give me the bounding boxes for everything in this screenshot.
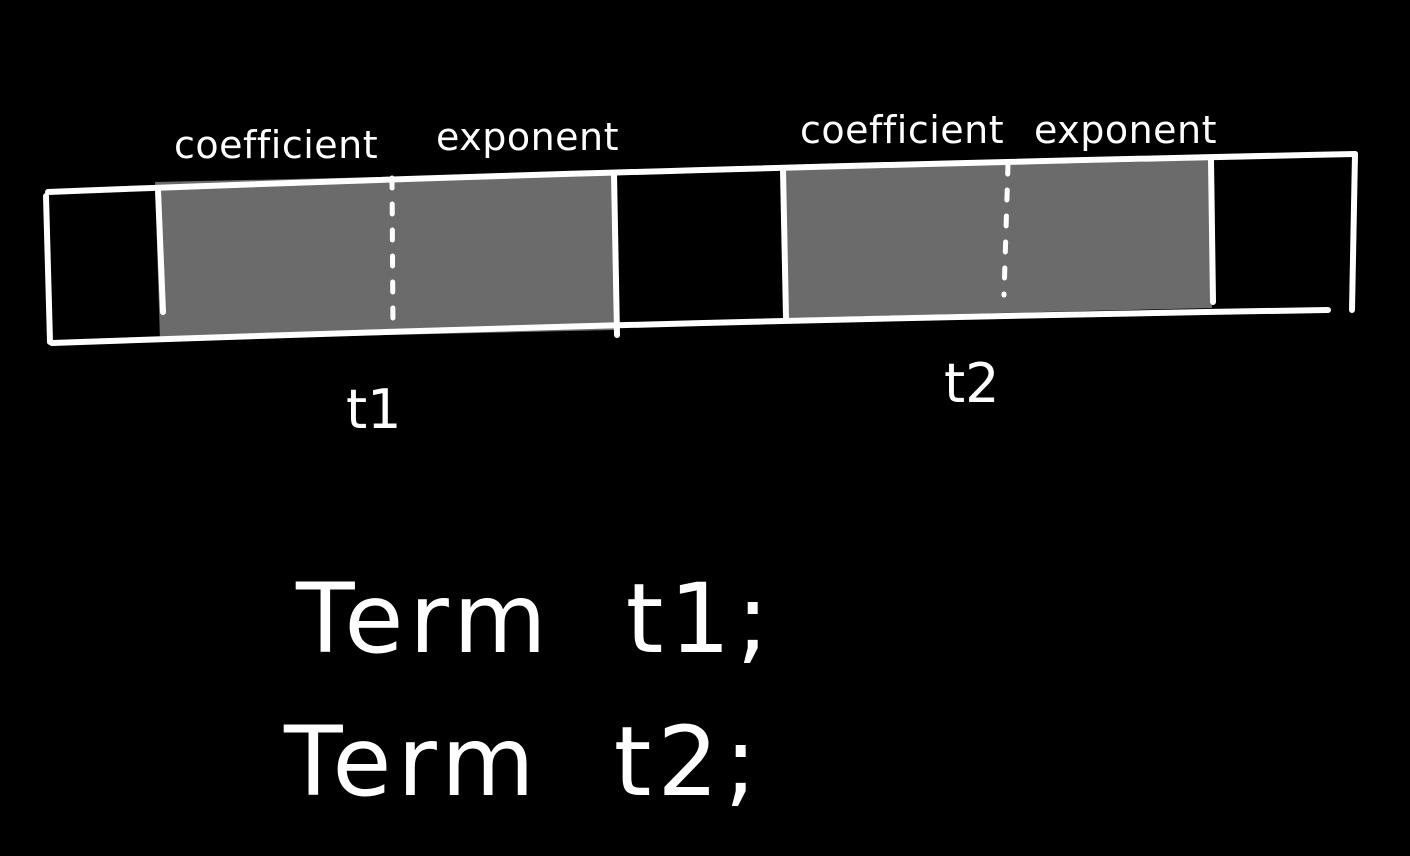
t2-left-border	[780, 167, 789, 321]
memory-strip-top-edge	[45, 151, 1358, 195]
term-block-t2	[784, 160, 1212, 318]
code-line-declare-t2: Term t2;	[283, 706, 763, 818]
t1-left-border	[155, 187, 166, 315]
t2-variable-label: t2	[944, 352, 1000, 415]
t1-right-border	[611, 171, 620, 338]
memory-strip-right-edge	[1349, 151, 1358, 313]
t2-field-divider	[1001, 161, 1011, 298]
t1-coefficient-label: coefficient	[174, 123, 378, 167]
term-block-t1	[155, 172, 614, 340]
t1-field-divider	[389, 175, 396, 333]
memory-strip-bottom-edge	[49, 307, 1331, 346]
t2-right-border	[1208, 157, 1216, 305]
t2-coefficient-label: coefficient	[800, 108, 1004, 152]
memory-strip-left-edge	[43, 193, 53, 345]
t1-exponent-label: exponent	[436, 115, 619, 159]
t2-exponent-label: exponent	[1034, 108, 1217, 152]
code-line-declare-t1: Term t1;	[295, 563, 775, 675]
t1-variable-label: t1	[346, 378, 402, 441]
